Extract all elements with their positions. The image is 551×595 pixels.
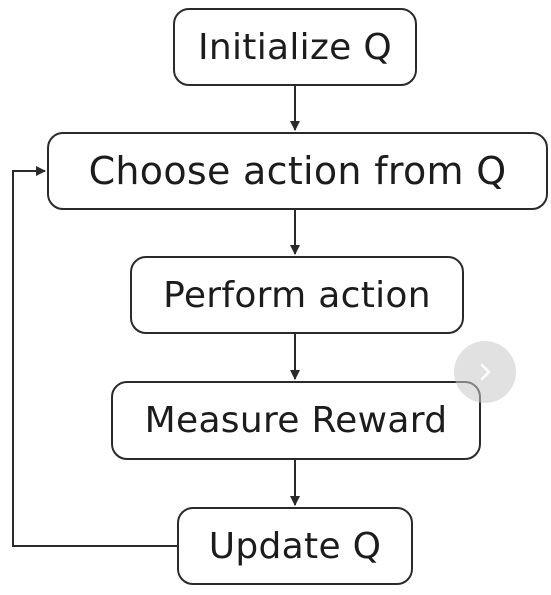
step-choose-action: Choose action from Q [47,132,548,210]
arrow-loop-update-to-choose [12,166,177,547]
step-measure-reward-label: Measure Reward [144,400,448,441]
step-perform-action-label: Perform action [163,274,431,316]
step-update-q-label: Update Q [208,525,382,567]
step-initialize-q: Initialize Q [173,8,417,86]
step-perform-action: Perform action [130,256,464,334]
next-slide-button[interactable] [454,341,516,403]
chevron-right-icon [480,363,491,381]
step-update-q: Update Q [177,507,413,585]
step-initialize-q-label: Initialize Q [197,26,393,68]
step-measure-reward: Measure Reward [111,381,481,460]
step-choose-action-label: Choose action from Q [88,149,507,193]
